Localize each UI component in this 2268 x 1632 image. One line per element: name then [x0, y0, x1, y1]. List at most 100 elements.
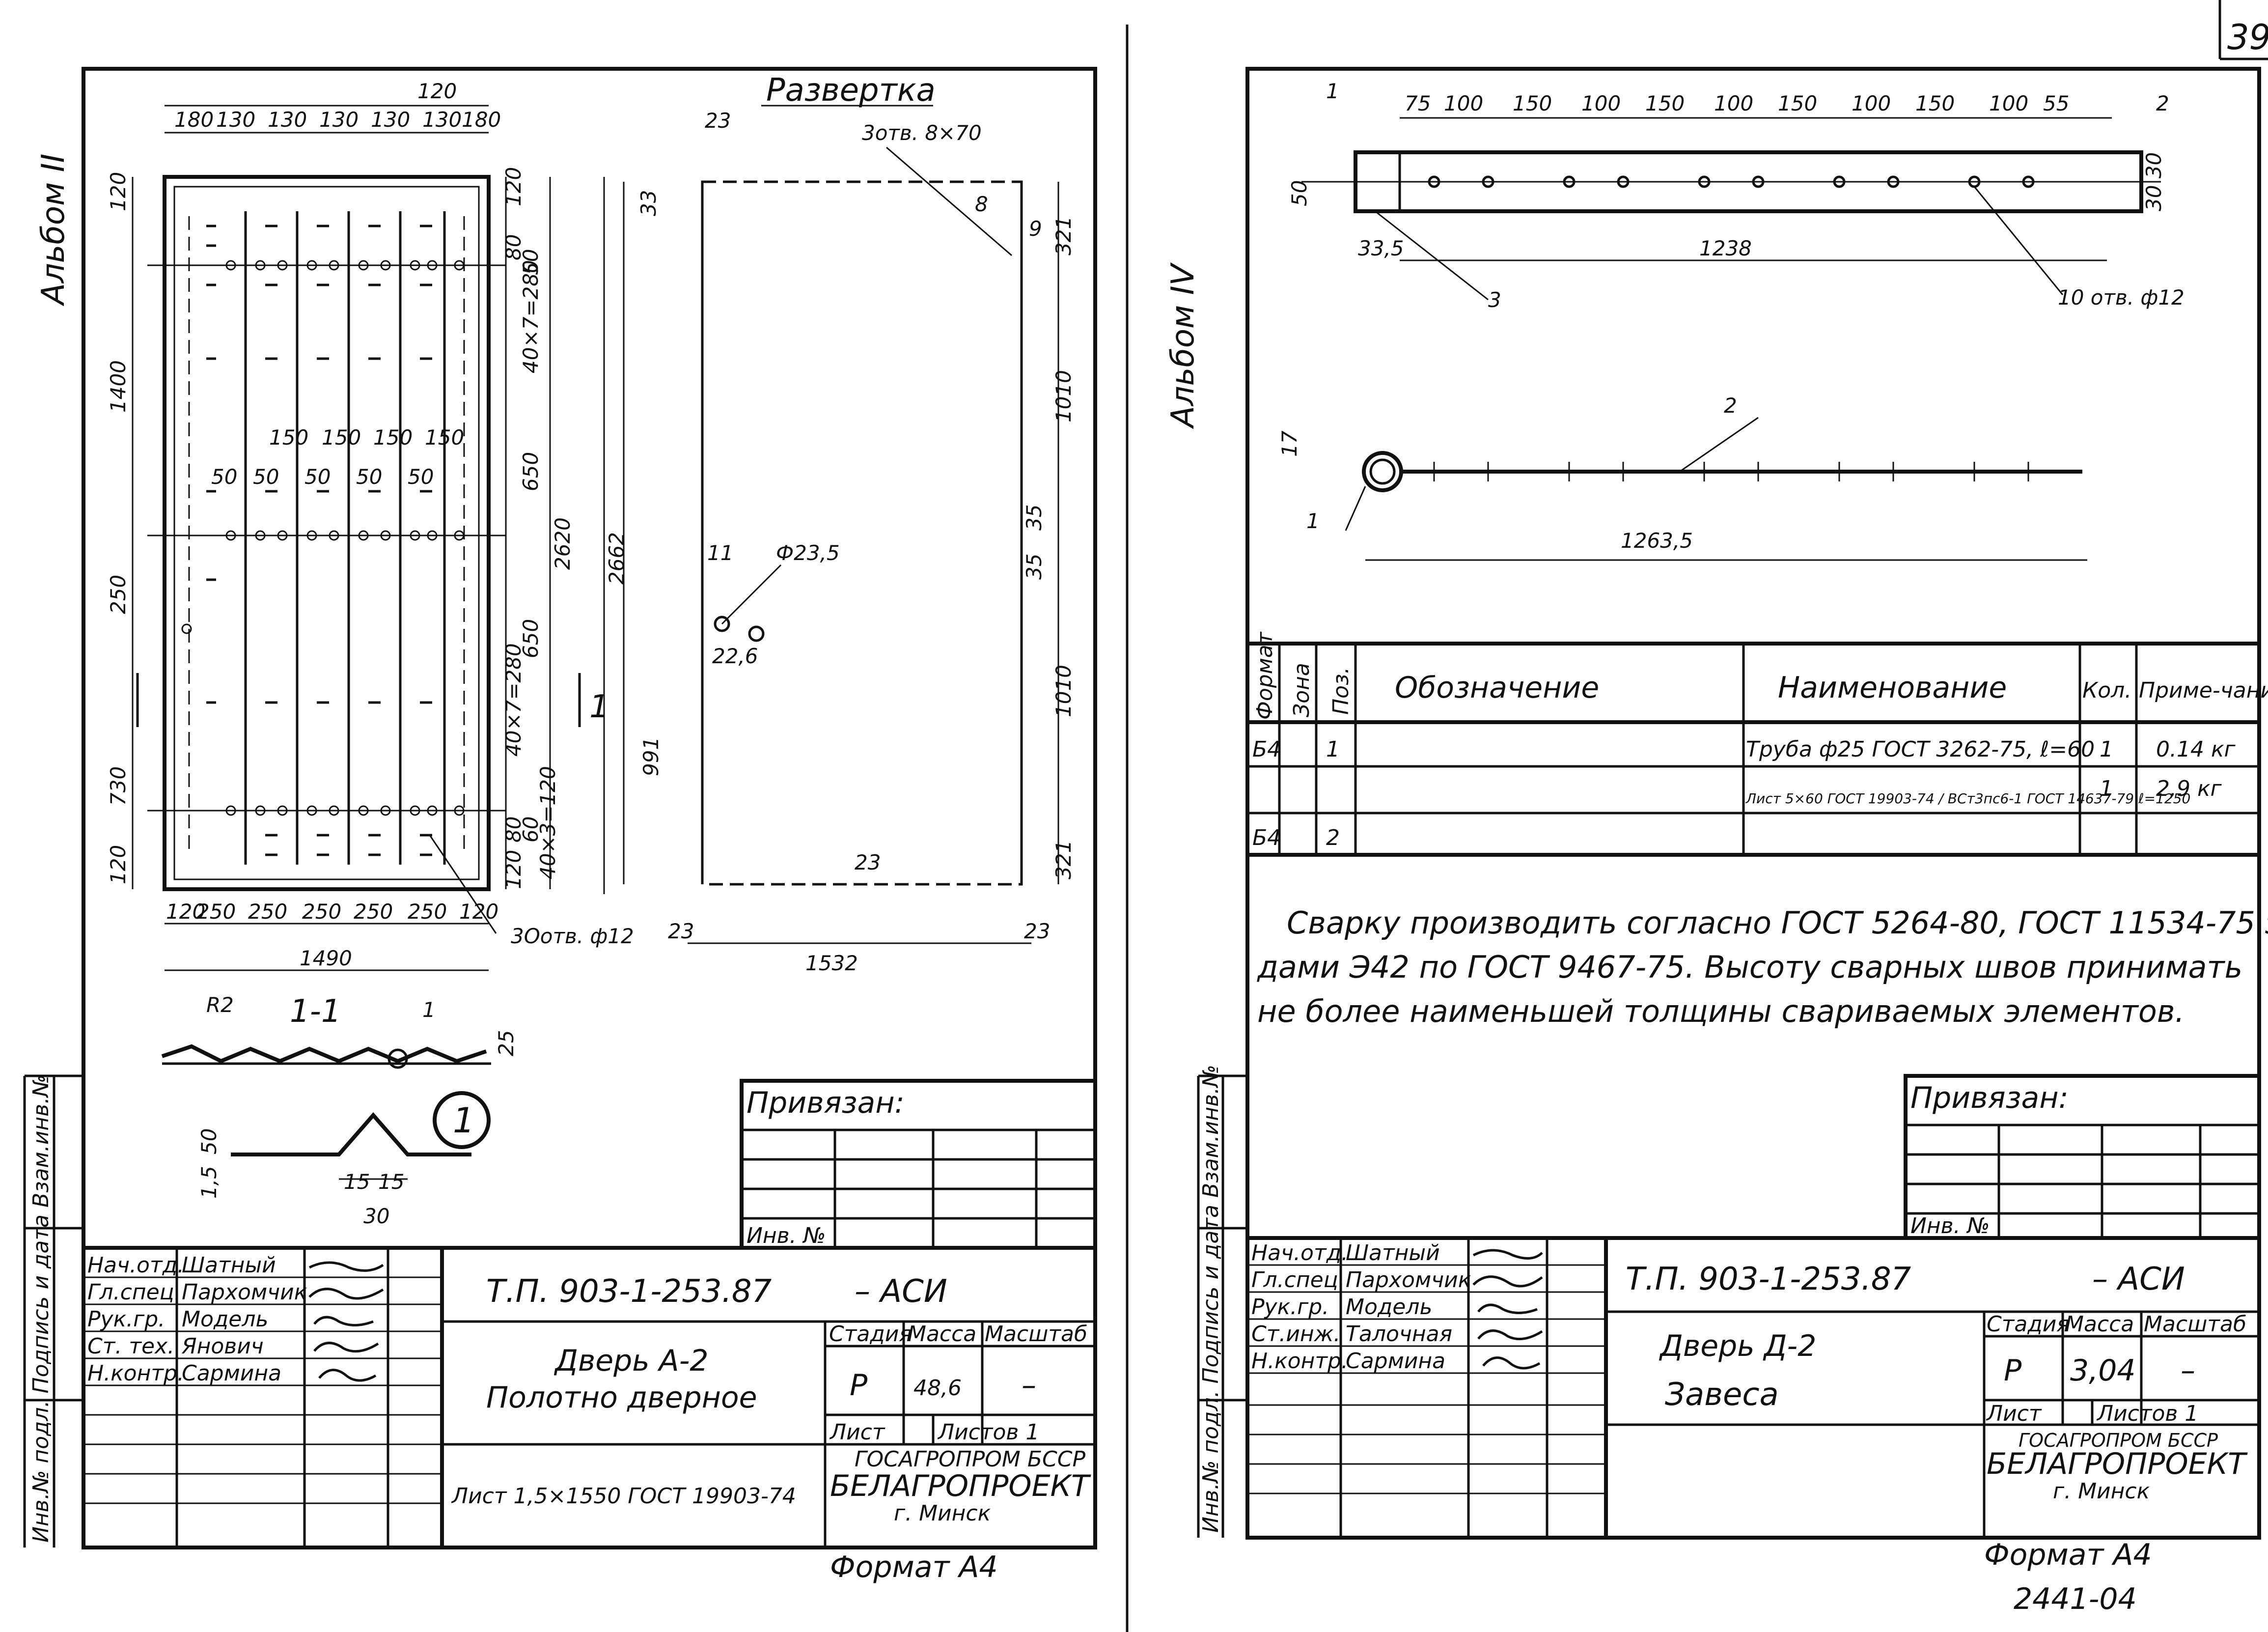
- r-role-4: Н.контр.: [1251, 1349, 1348, 1374]
- left-sheet: Альбом II Инв.№ подл. Подпись и дата Вза…: [23, 67, 1097, 1584]
- dim-mid-150-b: 150: [322, 425, 361, 450]
- hinge-dim-17: 17: [1277, 430, 1301, 457]
- dim-bottom-6: 120: [459, 900, 498, 924]
- dev-dim-33: 33: [636, 190, 661, 216]
- dim-2620: 2620: [551, 517, 575, 570]
- dim-mid-50-a: 50: [211, 465, 237, 489]
- signature-1: [308, 1288, 384, 1300]
- dim-top-2: 130: [268, 108, 307, 132]
- scale-header: Масштаб: [985, 1322, 1087, 1347]
- dim-left-2: 250: [106, 575, 130, 614]
- dim-left-3: 730: [106, 766, 130, 806]
- hinge-plan-view: 75 100 150 100 150 100 150 100 150 100 5…: [1287, 79, 2185, 312]
- dim-bottom-2: 250: [248, 900, 287, 924]
- r-signature-2: [1477, 1303, 1538, 1314]
- r-doc-suffix: – АСИ: [2092, 1261, 2185, 1297]
- dim-mid-150-c: 150: [373, 425, 413, 450]
- dev-dim-226: 22,6: [712, 644, 758, 668]
- dim-right-6: 40×7=280: [501, 643, 526, 757]
- sheets-label: Листов 1: [937, 1420, 1039, 1445]
- dim-right-8: 60: [519, 816, 543, 843]
- dim-bottom-4: 250: [354, 900, 393, 924]
- mass-value: 48,6: [913, 1376, 962, 1401]
- dim-bottom-1: 250: [196, 900, 236, 924]
- r-sheets-label: Листов 1: [2096, 1401, 2198, 1426]
- hinge-dim-0: 75: [1405, 91, 1431, 115]
- title-line-2: Полотно дверное: [486, 1380, 757, 1415]
- doc-code: Т.П. 903-1-253.87: [486, 1273, 772, 1310]
- dim-left-4: 120: [106, 845, 130, 884]
- name-4: Сармина: [182, 1361, 281, 1386]
- dev-dim-11: 11: [707, 541, 733, 565]
- role-0: Нач.отд.: [87, 1253, 184, 1278]
- signature-4: [318, 1369, 377, 1382]
- hinge-dim-5: 100: [1714, 91, 1753, 115]
- org-line-1: ГОСАГРОПРОМ БССР: [855, 1447, 1085, 1472]
- hinge-dim-2: 150: [1513, 91, 1552, 115]
- dev-dim-23-top: 23: [705, 109, 731, 133]
- hinge-dim-1: 100: [1444, 91, 1483, 115]
- privyazan-label: Привязан:: [747, 1086, 905, 1120]
- detail-dim-15b: 15: [378, 1170, 404, 1194]
- note-line-2: дами Э42 по ГОСТ 9467-75. Высоту сварных…: [1257, 949, 2242, 985]
- name-0: Шатный: [182, 1253, 276, 1278]
- right-sheet: Альбом IV Инв.№ подл. Подпись и дата Вза…: [1165, 67, 2268, 1616]
- row2-note: 2,9 кг: [2156, 776, 2222, 801]
- role-1: Гл.спец.: [87, 1280, 181, 1305]
- dev-dim-phi235: Ф23,5: [776, 541, 840, 565]
- left-privyazan: Привязан: Инв. №: [740, 1079, 1097, 1250]
- hinge-dim-335: 33,5: [1358, 236, 1404, 260]
- org-line-2: БЕЛАГРОПРОЕКТ: [830, 1469, 1091, 1503]
- detail-1: 1 1,5 50 15 15 30: [197, 1091, 491, 1228]
- dim-top-4: 130: [371, 108, 410, 132]
- r-role-0: Нач.отд.: [1251, 1240, 1348, 1266]
- r-format-label: Формат А4: [1984, 1538, 2152, 1572]
- role-2: Рук.гр.: [87, 1307, 165, 1332]
- r-scale-value: –: [2181, 1353, 2195, 1388]
- mass-header: Масса: [908, 1322, 976, 1347]
- panel-development: Развертка 3отв. 8×70 23 33 8 9 321 1010 …: [623, 72, 1076, 975]
- hinge-dim-4: 150: [1645, 91, 1685, 115]
- right-inv-no: Инв. №: [1910, 1213, 1990, 1238]
- r-org-line-2: БЕЛАГРОПРОЕКТ: [1987, 1447, 2248, 1481]
- cut-mark-right: 1: [589, 689, 609, 725]
- org-line-3: г. Минск: [894, 1501, 991, 1526]
- r-org-line-1: ГОСАГРОПРОМ БССР: [2019, 1430, 2218, 1451]
- r-role-3: Ст.инж.: [1251, 1322, 1340, 1347]
- format-label: Формат А4: [830, 1550, 998, 1584]
- material-note: Лист 1,5×1550 ГОСТ 19903-74: [451, 1484, 796, 1509]
- r-name-4: Сармина: [1346, 1349, 1445, 1374]
- r-title-line-2: Завеса: [1665, 1377, 1779, 1413]
- title-line-1: Дверь А-2: [553, 1344, 709, 1378]
- dim-right-1: 40×7=280: [519, 260, 543, 373]
- r-mass-value: 3,04: [2070, 1353, 2136, 1388]
- dev-dim-23-bottom: 23: [855, 850, 881, 874]
- r-name-0: Шатный: [1346, 1240, 1440, 1266]
- r-name-1: Пархомчик: [1346, 1267, 1471, 1293]
- detail-dim-30: 30: [363, 1204, 389, 1228]
- holes-note-3: 3отв. 8×70: [862, 121, 982, 145]
- hinge-dim-12635: 1263,5: [1621, 529, 1693, 553]
- row1-name: Труба ф25 ГОСТ 3262-75, ℓ=60: [1746, 737, 2095, 762]
- role-3: Ст. тех.: [87, 1334, 174, 1359]
- dim-right-3: 50: [519, 249, 543, 275]
- r-signature-4: [1482, 1356, 1541, 1370]
- dim-bottom-5: 250: [408, 900, 447, 924]
- right-privyazan: Привязан: Инв. №: [1904, 1074, 2261, 1240]
- right-privyazan-label: Привязан:: [1910, 1081, 2069, 1115]
- r-title-line-1: Дверь Д-2: [1659, 1329, 1816, 1363]
- stage-value: Р: [850, 1368, 868, 1403]
- dev-dim-9: 9: [1029, 217, 1042, 241]
- page-number: 39: [2227, 17, 2268, 57]
- dim-top-3: 130: [319, 108, 359, 132]
- th-note: Приме-чание: [2139, 678, 2268, 703]
- dim-mid-50-b: 50: [253, 465, 279, 489]
- doc-suffix: – АСИ: [855, 1273, 947, 1310]
- dim-mid-50-c: 50: [304, 465, 331, 489]
- dim-bottom-0: 120: [166, 900, 205, 924]
- dim-left-1: 1400: [106, 360, 130, 413]
- r-scale-header: Масштаб: [2144, 1312, 2246, 1337]
- r-role-1: Гл.спец.: [1251, 1267, 1345, 1293]
- dev-dim-1010-bot: 1010: [1051, 665, 1076, 717]
